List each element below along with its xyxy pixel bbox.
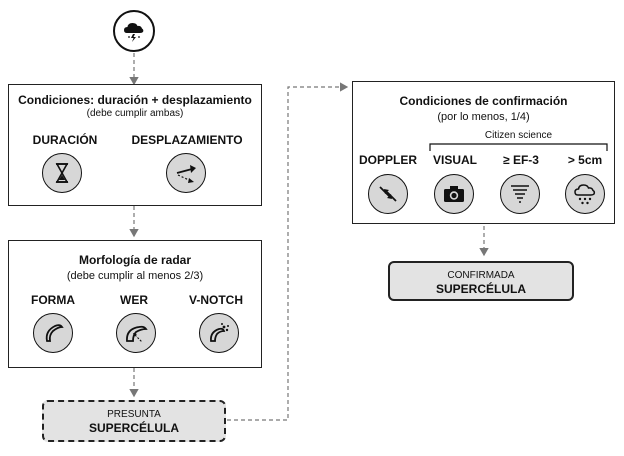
label-hail-size: > 5cm <box>567 153 603 167</box>
citizen-science-label: Citizen science <box>484 130 553 141</box>
hourglass-icon <box>42 153 82 193</box>
conditions-subtitle: (debe cumplir ambas) <box>86 108 184 119</box>
confirm-title: Condiciones de confirmación <box>399 94 568 108</box>
citizen-science-bracket <box>429 143 608 151</box>
radar-box: Morfología de radar (debe cumplir al men… <box>8 240 262 368</box>
label-forma: FORMA <box>31 293 75 307</box>
presunta-line1: PRESUNTA <box>107 409 161 420</box>
confirmada-supercelula-box: CONFIRMADA SUPERCÉLULA <box>388 261 574 301</box>
radar-title: Morfología de radar <box>78 253 191 267</box>
confirmada-line2: SUPERCÉLULA <box>435 282 526 296</box>
hail-cloud-icon <box>565 174 605 214</box>
weak-echo-region-icon <box>116 313 156 353</box>
presunta-line2: SUPERCÉLULA <box>88 421 179 435</box>
doppler-arrows-icon <box>368 174 408 214</box>
connector-presunta-to-confirm <box>227 82 349 421</box>
radar-subtitle: (debe cumplir al menos 2/3) <box>66 270 204 282</box>
tornado-icon <box>500 174 540 214</box>
label-desplazamiento: DESPLAZAMIENTO <box>131 133 243 147</box>
label-wer: WER <box>120 293 148 307</box>
confirm-subtitle: (por lo menos, 1/4) <box>437 111 530 123</box>
label-visual: VISUAL <box>432 153 477 167</box>
confirmada-line1: CONFIRMADA <box>447 270 515 281</box>
confirm-box: Condiciones de confirmación (por lo meno… <box>352 81 615 224</box>
conditions-title: Condiciones: duración + desplazamiento <box>18 93 252 107</box>
label-duracion: DURACIÓN <box>32 133 98 147</box>
label-ef3: ≥ EF-3 <box>503 153 539 167</box>
motion-arrow-icon <box>166 153 206 193</box>
label-v-notch: V-NOTCH <box>189 293 243 307</box>
camera-icon <box>434 174 474 214</box>
v-notch-icon <box>199 313 239 353</box>
presunta-supercelula-box: PRESUNTA SUPERCÉLULA <box>42 400 226 442</box>
label-doppler: DOPPLER <box>358 153 417 167</box>
conditions-box: Condiciones: duración + desplazamiento (… <box>8 84 262 206</box>
hook-shape-icon <box>33 313 73 353</box>
storm-cloud-icon <box>113 10 155 52</box>
